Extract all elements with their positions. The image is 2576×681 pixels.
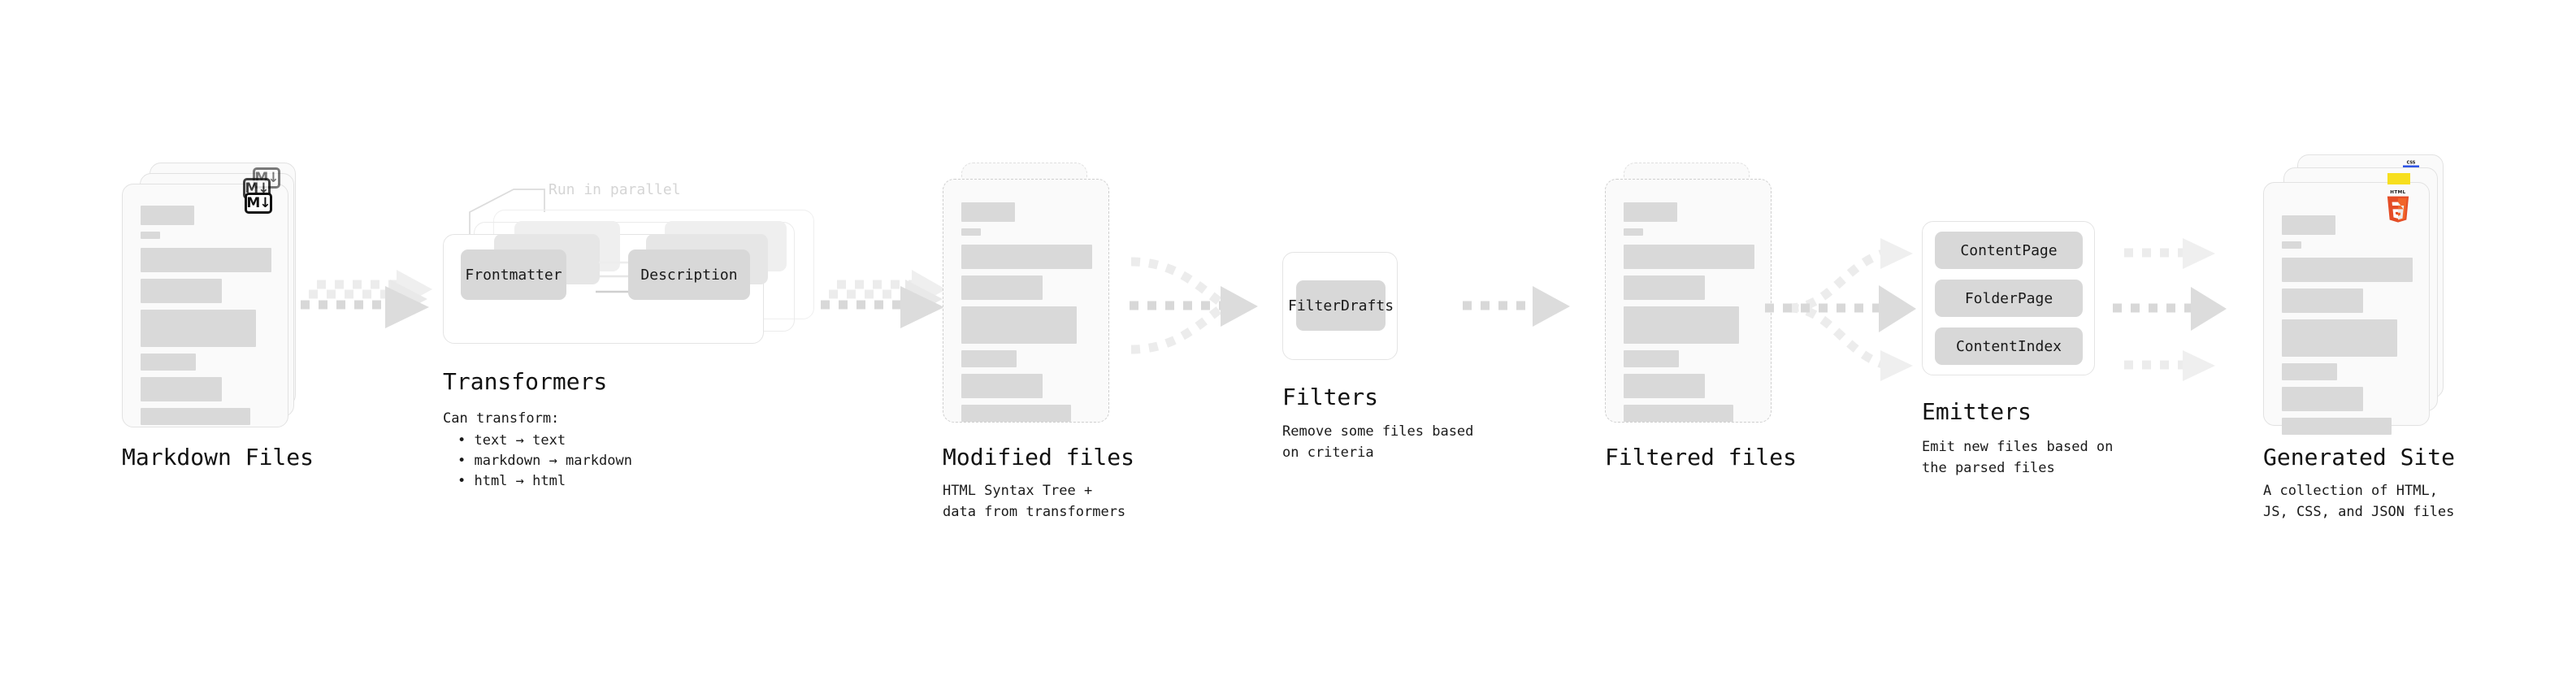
transformers-label: Transformers [443,368,608,395]
markdown-sheet-front [122,184,288,427]
transformers-bullet-2: • markdown → markdown [458,453,632,469]
modified-sheet-front [943,179,1109,423]
stage-markdown-files: M↓ M↓ M↓ Markdown Files [122,163,314,471]
connector-modified-to-filters [1130,257,1258,354]
markdown-card-stack: M↓ M↓ M↓ [122,163,309,431]
emitters-desc-2: the parsed files [1922,460,2055,476]
stage-modified-files: Modified files HTML Syntax Tree + data f… [943,163,1134,520]
connector-filters-to-filtered [1463,286,1570,327]
generated-site-desc-1: A collection of HTML, [2263,483,2438,499]
modified-files-desc-2: data from transformers [943,504,1126,520]
connector-emitters-to-site [2113,238,2227,381]
connector-filtered-to-emitters [1765,238,1916,381]
emitter-pill-contentindex[interactable]: ContentIndex [1935,327,2083,365]
html5-badge-icon: HTML [2387,190,2409,223]
filter-pill-filterdrafts[interactable]: FilterDrafts [1288,280,1394,331]
stage-filtered-files: Filtered files [1605,163,1797,471]
filtered-card-stack [1605,163,1784,431]
svg-text:HTML: HTML [2390,190,2405,195]
filtered-content-lines [1624,202,1754,428]
modified-content-lines [961,202,1092,428]
transformers-desc-head: Can transform: [443,410,560,427]
js-badge-icon [2387,173,2410,184]
run-in-parallel-label: Run in parallel [549,181,681,198]
modified-card-stack [943,163,1121,431]
transformer-pill-frontmatter[interactable]: Frontmatter [461,249,566,300]
stage-generated-site: CSS HTML Generated Site A collection of … [2263,154,2458,520]
css-badge-icon: CSS [2403,161,2419,167]
emitters-desc-1: Emit new files based on [1922,439,2114,455]
markdown-files-label: Markdown Files [122,444,314,471]
filtered-files-label: Filtered files [1605,444,1798,471]
emitter-pill-contentpage[interactable]: ContentPage [1935,232,2083,269]
filters-desc-1: Remove some files based [1282,423,1474,440]
transformers-bullet-3: • html → html [458,473,566,489]
emitter-pill-folderpage[interactable]: FolderPage [1935,280,2083,317]
emitters-label: Emitters [1922,398,2032,425]
modified-files-label: Modified files [943,444,1135,471]
parallel-bracket [469,189,545,240]
connector-transformers-to-modified [821,270,946,328]
generated-site-label: Generated Site [2263,444,2456,471]
markdown-badge-icon: M↓ [245,193,272,214]
connector-markdown-to-transformers [301,270,432,328]
site-content-lines [2282,215,2413,441]
markdown-content-lines [141,206,271,432]
filtered-sheet-front [1605,179,1772,423]
generated-site-desc-2: JS, CSS, and JSON files [2263,504,2455,520]
filters-desc-2: on criteria [1282,445,1374,461]
modified-files-desc-1: HTML Syntax Tree + [943,483,1093,499]
filters-label: Filters [1282,384,1379,410]
svg-text:CSS: CSS [2407,161,2416,166]
site-sheet-html [2263,182,2430,435]
site-card-stack: CSS HTML [2263,154,2458,435]
transformers-bullet-1: • text → text [458,432,566,449]
transformer-pill-description[interactable]: Description [628,249,750,300]
